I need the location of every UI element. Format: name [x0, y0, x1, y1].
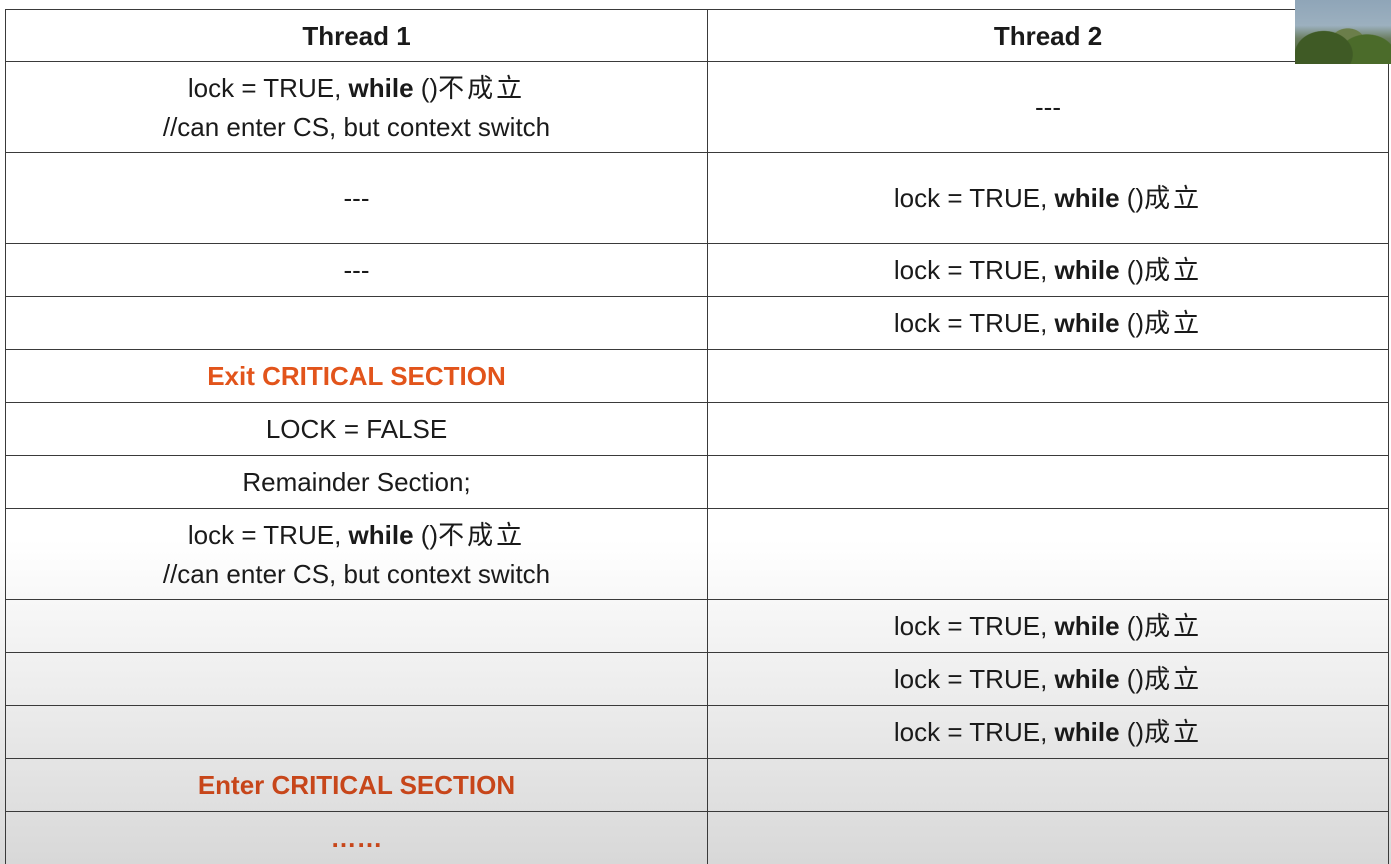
thread2-cell — [707, 811, 1389, 864]
thread2-cell — [707, 455, 1389, 509]
while-keyword: while — [348, 72, 414, 103]
lock-text: lock = TRUE, — [187, 72, 349, 103]
thread1-cell — [5, 296, 708, 350]
thread1-line1: lock = TRUE, while ()不成立 — [12, 516, 701, 555]
paren-text: () — [1119, 254, 1145, 285]
condition-text: 不成立 — [438, 73, 526, 104]
thread1-line2: //can enter CS, but context switch — [162, 558, 551, 589]
thread2-cell: lock = TRUE, while ()成立 — [707, 705, 1389, 759]
paren-text: () — [413, 519, 439, 550]
paren-text: () — [1119, 716, 1145, 747]
table-row: Enter CRITICAL SECTION — [5, 758, 1389, 812]
header-thread-1: Thread 1 — [5, 9, 708, 62]
thread1-line2: //can enter CS, but context switch — [162, 111, 551, 142]
lock-text: lock = TRUE, — [893, 254, 1055, 285]
while-keyword: while — [1054, 254, 1120, 285]
thread2-cell — [707, 758, 1389, 812]
table-row: lock = TRUE, while ()成立 — [5, 599, 1389, 653]
lock-text: lock = TRUE, — [893, 307, 1055, 338]
table-row: --- lock = TRUE, while ()成立 — [5, 243, 1389, 297]
thread1-cell: --- — [5, 243, 708, 297]
thread1-cell: --- — [5, 152, 708, 244]
thread2-cell — [707, 508, 1389, 600]
thread1-cell — [5, 705, 708, 759]
enter-critical-section: Enter CRITICAL SECTION — [5, 758, 708, 812]
table-row: lock = TRUE, while ()成立 — [5, 705, 1389, 759]
paren-text: () — [1119, 182, 1145, 213]
while-keyword: while — [348, 519, 414, 550]
thread2-cell: lock = TRUE, while ()成立 — [707, 296, 1389, 350]
remainder-section-cell: Remainder Section; — [5, 455, 708, 509]
thread2-cell — [707, 402, 1389, 456]
condition-text: 不成立 — [438, 520, 526, 551]
table-row: LOCK = FALSE — [5, 402, 1389, 456]
condition-text: 成立 — [1144, 611, 1203, 642]
exit-critical-section: Exit CRITICAL SECTION — [5, 349, 708, 403]
thread2-cell: --- — [707, 61, 1389, 153]
lock-text: lock = TRUE, — [893, 663, 1055, 694]
thread1-cell: lock = TRUE, while ()不成立 //can enter CS,… — [5, 61, 708, 153]
paren-text: () — [1119, 663, 1145, 694]
header-row: Thread 1 Thread 2 — [5, 9, 1389, 62]
table-row: Exit CRITICAL SECTION — [5, 349, 1389, 403]
while-keyword: while — [1054, 610, 1120, 641]
lock-text: lock = TRUE, — [187, 519, 349, 550]
thread2-cell: lock = TRUE, while ()成立 — [707, 599, 1389, 653]
paren-text: () — [1119, 610, 1145, 641]
thread2-cell: lock = TRUE, while ()成立 — [707, 652, 1389, 706]
table-row: lock = TRUE, while ()成立 — [5, 652, 1389, 706]
while-keyword: while — [1054, 307, 1120, 338]
thread2-cell — [707, 349, 1389, 403]
table-row: lock = TRUE, while ()成立 — [5, 296, 1389, 350]
while-keyword: while — [1054, 182, 1120, 213]
lock-text: lock = TRUE, — [893, 610, 1055, 641]
paren-text: () — [413, 72, 439, 103]
table-row: …… — [5, 811, 1389, 864]
webcam-thumbnail-icon — [1295, 0, 1391, 64]
thread1-line1: lock = TRUE, while ()不成立 — [12, 69, 701, 108]
thread1-cell: lock = TRUE, while ()不成立 //can enter CS,… — [5, 508, 708, 600]
condition-text: 成立 — [1144, 255, 1203, 286]
while-keyword: while — [1054, 663, 1120, 694]
lock-text: lock = TRUE, — [893, 182, 1055, 213]
thread-table: Thread 1 Thread 2 lock = TRUE, while ()不… — [5, 9, 1389, 864]
lock-text: lock = TRUE, — [893, 716, 1055, 747]
condition-text: 成立 — [1144, 717, 1203, 748]
condition-text: 成立 — [1144, 183, 1203, 214]
thread1-cell — [5, 599, 708, 653]
table-row: lock = TRUE, while ()不成立 //can enter CS,… — [5, 508, 1389, 600]
thread1-cell — [5, 652, 708, 706]
while-keyword: while — [1054, 716, 1120, 747]
header-thread-2: Thread 2 — [707, 9, 1389, 62]
condition-text: 成立 — [1144, 308, 1203, 339]
table-row: --- lock = TRUE, while ()成立 — [5, 152, 1389, 244]
thread2-cell: lock = TRUE, while ()成立 — [707, 152, 1389, 244]
paren-text: () — [1119, 307, 1145, 338]
ellipsis-cell: …… — [5, 811, 708, 864]
condition-text: 成立 — [1144, 664, 1203, 695]
table-row: Remainder Section; — [5, 455, 1389, 509]
lock-false-cell: LOCK = FALSE — [5, 402, 708, 456]
table-row: lock = TRUE, while ()不成立 //can enter CS,… — [5, 61, 1389, 153]
thread2-cell: lock = TRUE, while ()成立 — [707, 243, 1389, 297]
